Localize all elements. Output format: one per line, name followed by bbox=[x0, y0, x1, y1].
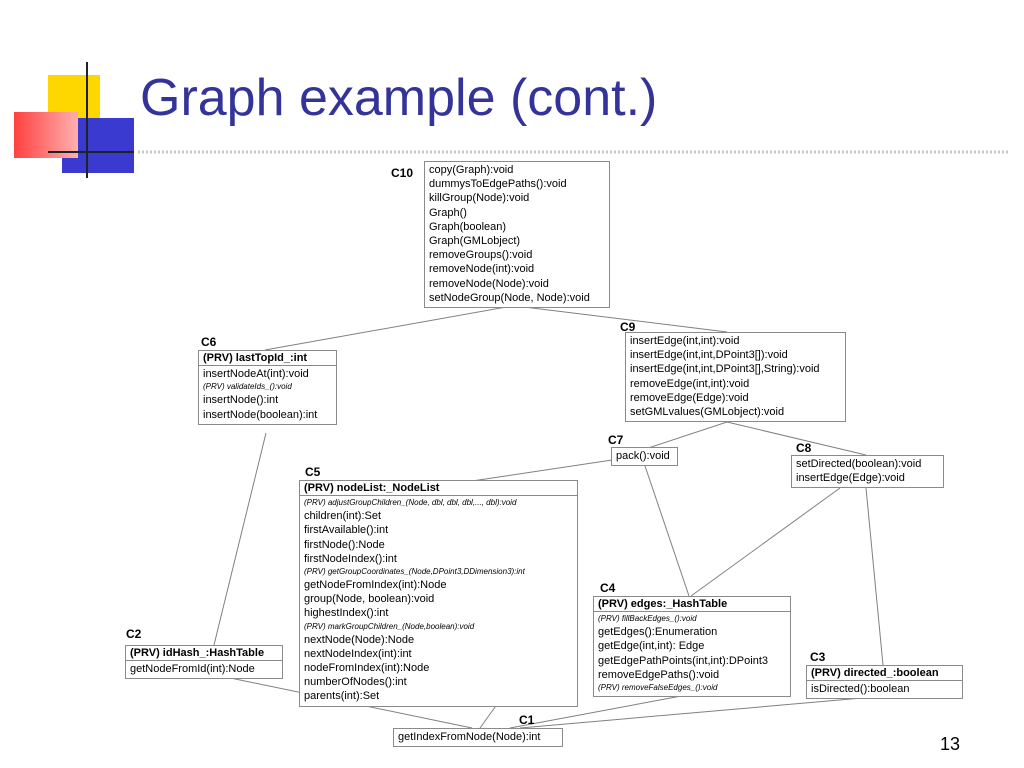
private-method: (PRV) getGroupCoordinates_(Node,DPoint3,… bbox=[304, 567, 525, 577]
class-box-c1: getIndexFromNode(Node):int bbox=[393, 728, 563, 748]
class-box-c10: copy(Graph):void dummysToEdgePaths():void… bbox=[424, 161, 610, 309]
class-method: firstAvailable():int bbox=[304, 524, 389, 537]
class-method: getEdge(int,int): Edge bbox=[598, 640, 705, 653]
class-method: removeNode(int):void bbox=[429, 263, 535, 276]
class-label-c3: C3 bbox=[810, 650, 826, 664]
edge-c8-c3 bbox=[865, 487, 884, 666]
class-method: Graph(boolean) bbox=[429, 220, 507, 233]
class-method: insertNode():int bbox=[203, 394, 279, 407]
class-method: firstNode():Node bbox=[304, 538, 385, 551]
class-methods: getIndexFromNode(Node):int bbox=[394, 729, 562, 746]
class-method: setGMLvalues(GMLobject):void bbox=[630, 406, 785, 419]
class-label-c4: C4 bbox=[600, 581, 616, 595]
class-label-c6: C6 bbox=[201, 335, 217, 349]
class-method: getNodeFromId(int):Node bbox=[130, 663, 255, 676]
class-method: setDirected(boolean):void bbox=[796, 458, 922, 470]
edge-c10-c6 bbox=[264, 305, 513, 351]
edge-c7-c4 bbox=[642, 459, 690, 597]
private-method: (PRV) markGroupChildren_(Node,boolean):v… bbox=[304, 621, 475, 631]
class-label-c10: C10 bbox=[391, 166, 414, 180]
class-label-c5: C5 bbox=[305, 465, 321, 479]
class-label-c7: C7 bbox=[608, 433, 624, 447]
class-method: insertNodeAt(int):void bbox=[203, 368, 309, 381]
class-attribute: (PRV) lastTopId_:int bbox=[199, 351, 336, 367]
private-method: (PRV) removeFalseEdges_():void bbox=[598, 683, 718, 693]
class-box-c4: (PRV) edges:_HashTable (PRV) fillBackEdg… bbox=[593, 596, 791, 698]
class-methods: (PRV) adjustGroupChildren_(Node, dbl, db… bbox=[300, 496, 577, 705]
class-method: getIndexFromNode(Node):int bbox=[398, 731, 541, 743]
class-method: dummysToEdgePaths():void bbox=[429, 178, 567, 191]
class-box-c9: insertEdge(int,int):void insertEdge(int,i… bbox=[625, 332, 846, 423]
edge-c10-c9 bbox=[515, 305, 728, 333]
class-method: killGroup(Node):void bbox=[429, 192, 530, 205]
slide-title: Graph example (cont.) bbox=[140, 69, 658, 127]
class-method: removeEdge(Edge):void bbox=[630, 391, 749, 404]
class-methods: insertEdge(int,int):void insertEdge(int,i… bbox=[626, 333, 845, 421]
class-method: setNodeGroup(Node, Node):void bbox=[429, 291, 590, 304]
class-method: isDirected():boolean bbox=[811, 683, 910, 696]
edge-c9-c8 bbox=[726, 421, 867, 456]
class-method: insertEdge(int,int,DPoint3[]):void bbox=[630, 349, 788, 362]
class-method: insertEdge(int,int):void bbox=[630, 335, 740, 347]
class-box-c6: (PRV) lastTopId_:int insertNodeAt(int):v… bbox=[198, 350, 337, 425]
class-method: numberOfNodes():int bbox=[304, 676, 407, 689]
class-box-c5: (PRV) nodeList:_NodeList (PRV) adjustGro… bbox=[299, 480, 578, 707]
class-attribute: (PRV) nodeList:_NodeList bbox=[300, 481, 577, 497]
page-number: 13 bbox=[940, 734, 961, 754]
class-method: nextNodeIndex(int):int bbox=[304, 647, 412, 660]
class-label-c9: C9 bbox=[620, 320, 636, 334]
class-method: children(int):Set bbox=[304, 510, 382, 523]
class-label-c1: C1 bbox=[519, 713, 535, 727]
class-method: getNodeFromIndex(int):Node bbox=[304, 579, 447, 592]
class-methods: copy(Graph):void dummysToEdgePaths():void… bbox=[425, 162, 609, 307]
class-method: insertEdge(int,int,DPoint3[],String):voi… bbox=[630, 363, 820, 376]
class-method: getEdgePathPoints(int,int):DPoint3 bbox=[598, 654, 768, 667]
class-methods: isDirected():boolean bbox=[807, 681, 962, 698]
class-methods: getNodeFromId(int):Node bbox=[126, 661, 282, 678]
class-box-c7: pack():void bbox=[611, 447, 678, 467]
class-method: copy(Graph):void bbox=[429, 164, 514, 176]
class-methods: insertNodeAt(int):void(PRV) validateIds_… bbox=[199, 366, 336, 424]
class-method: removeGroups():void bbox=[429, 249, 533, 262]
class-method: pack():void bbox=[616, 450, 670, 462]
class-box-c8: setDirected(boolean):void insertEdge(Edge… bbox=[791, 455, 944, 489]
class-attribute: (PRV) idHash_:HashTable bbox=[126, 646, 282, 662]
class-method: nodeFromIndex(int):Node bbox=[304, 662, 430, 675]
private-method: (PRV) fillBackEdges_():void bbox=[598, 614, 697, 624]
edge-c3-c1 bbox=[519, 695, 886, 729]
class-box-c2: (PRV) idHash_:HashTable getNodeFromId(in… bbox=[125, 645, 283, 680]
edge-c4-c1 bbox=[509, 693, 693, 729]
class-box-c3: (PRV) directed_:boolean isDirected():boo… bbox=[806, 665, 963, 700]
class-method: getEdges():Enumeration bbox=[598, 626, 718, 639]
class-methods: setDirected(boolean):void insertEdge(Edge… bbox=[792, 456, 943, 487]
edge-c7-c5 bbox=[471, 459, 613, 482]
class-method: insertNode(boolean):int bbox=[203, 408, 318, 421]
class-method: parents(int):Set bbox=[304, 690, 380, 703]
class-method: insertEdge(Edge):void bbox=[796, 472, 905, 485]
edge-c6-c2 bbox=[213, 432, 267, 646]
class-method: nextNode(Node):Node bbox=[304, 633, 415, 646]
class-method: removeEdgePaths():void bbox=[598, 668, 720, 681]
edge-c8-c4 bbox=[690, 487, 841, 597]
class-label-c8: C8 bbox=[796, 441, 812, 455]
class-method: highestIndex():int bbox=[304, 607, 389, 620]
private-method: (PRV) adjustGroupChildren_(Node, dbl, db… bbox=[304, 498, 517, 508]
class-method: removeEdge(int,int):void bbox=[630, 377, 750, 390]
class-method: removeNode(Node):void bbox=[429, 277, 549, 290]
class-methods: (PRV) fillBackEdges_():void getEdges():En… bbox=[594, 612, 790, 696]
class-method: Graph(GMLobject) bbox=[429, 235, 521, 248]
class-label-c2: C2 bbox=[126, 627, 142, 641]
class-attribute: (PRV) edges:_HashTable bbox=[594, 597, 790, 613]
class-method: Graph() bbox=[429, 206, 467, 219]
class-method: firstNodeIndex():int bbox=[304, 552, 397, 565]
class-method: group(Node, boolean):void bbox=[304, 593, 435, 606]
private-method: (PRV) validateIds_():void bbox=[203, 382, 292, 392]
class-methods: pack():void bbox=[612, 448, 677, 465]
class-attribute: (PRV) directed_:boolean bbox=[807, 666, 962, 682]
